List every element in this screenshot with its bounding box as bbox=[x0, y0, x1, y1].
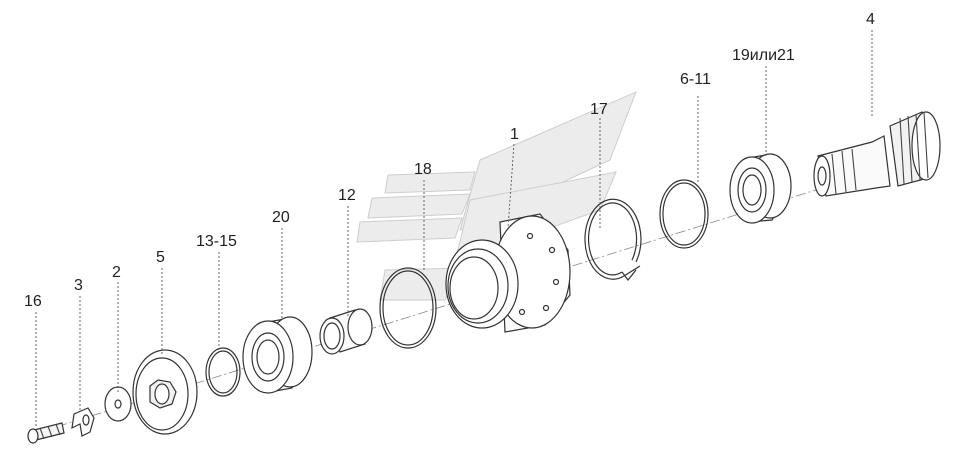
part-6-11-shim bbox=[659, 179, 709, 249]
part-12-sleeve bbox=[319, 308, 373, 355]
part-17-snap-ring bbox=[584, 198, 642, 281]
part-16-bolt bbox=[27, 422, 65, 444]
callout-13-15: 13-15 bbox=[196, 233, 237, 250]
callout-17: 17 bbox=[590, 101, 608, 118]
part-2-washer bbox=[104, 386, 132, 422]
callout-1: 1 bbox=[510, 126, 519, 143]
callout-2: 2 bbox=[112, 264, 121, 281]
callout-19-21: 19или21 bbox=[732, 47, 795, 64]
callout-20: 20 bbox=[272, 209, 290, 226]
part-20-bearing bbox=[242, 316, 313, 394]
callout-16: 16 bbox=[24, 293, 42, 310]
part-18-o-ring bbox=[379, 267, 437, 349]
part-5-flange bbox=[132, 349, 198, 435]
callout-6-11: 6-11 bbox=[680, 71, 711, 88]
callout-18: 18 bbox=[414, 161, 432, 178]
callout-12: 12 bbox=[338, 187, 356, 204]
part-19-21-bearing bbox=[729, 153, 792, 224]
part-13-15-shim-ring bbox=[205, 347, 241, 397]
part-4-shaft-gear bbox=[813, 111, 941, 197]
callout-3: 3 bbox=[74, 277, 83, 294]
part-3-lock-plate bbox=[71, 407, 95, 437]
callout-4: 4 bbox=[866, 11, 875, 28]
leader-lines bbox=[35, 30, 873, 428]
part-1-housing bbox=[445, 213, 571, 333]
callout-5: 5 bbox=[156, 249, 165, 266]
